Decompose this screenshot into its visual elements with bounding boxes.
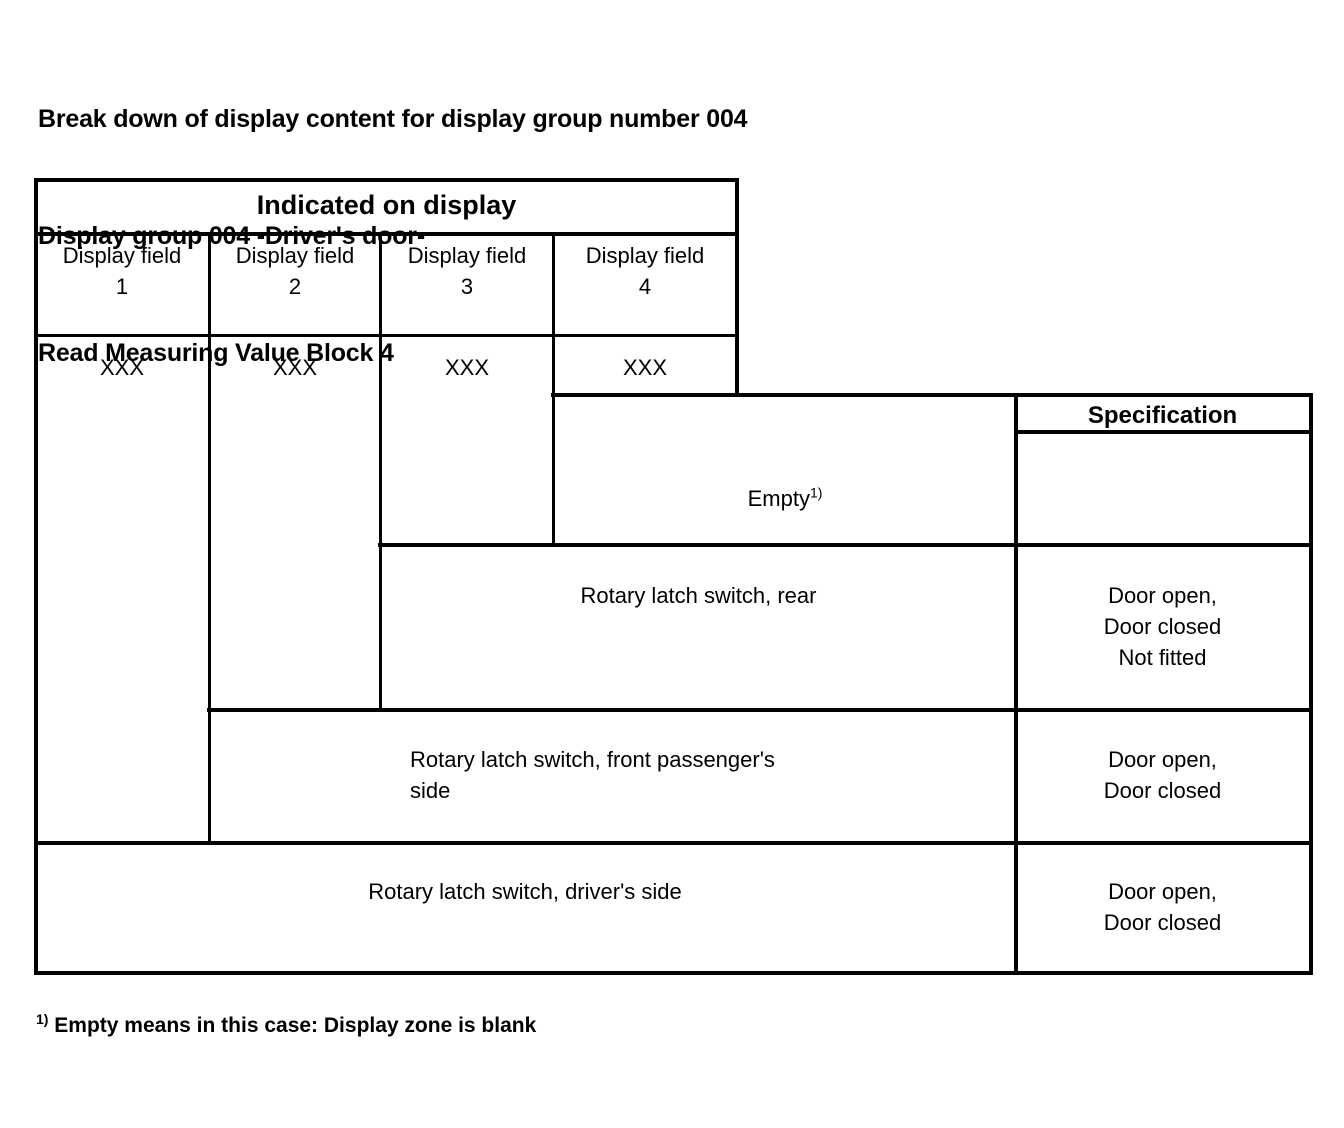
table-rule-rear-bottom xyxy=(207,708,1313,712)
specification-display-field-3: Door open, Door closed Not fitted xyxy=(1103,583,1222,670)
table-border-bottom xyxy=(34,971,1313,975)
footnote: 1) Empty means in this case: Display zon… xyxy=(36,1012,536,1040)
value-display-field-3: XXX xyxy=(444,355,490,380)
table-divider-col2 xyxy=(379,232,382,711)
table-border-left xyxy=(34,178,38,975)
description-display-field-4: Empty1) xyxy=(556,483,1014,514)
table-rule-spec-header-bottom xyxy=(1014,430,1313,434)
column-header-display-field-3: Display field 3 xyxy=(407,243,527,299)
column-header-display-field-1: Display field 1 xyxy=(62,243,182,299)
footnote-marker-inline: 1) xyxy=(809,484,823,501)
page-title-line-1: Break down of display content for displa… xyxy=(38,105,748,133)
page-title-line-3: Read Measuring Value Block 4 xyxy=(38,339,394,367)
table-rule-banner-bottom xyxy=(34,232,739,236)
specification-display-field-1: Door open, Door closed xyxy=(1103,879,1222,935)
display-content-table: Indicated on display Display field 1 Dis… xyxy=(34,178,1313,975)
value-display-field-4: XXX xyxy=(622,355,668,380)
table-rule-values-bottom xyxy=(551,393,1313,397)
table-divider-col1 xyxy=(208,232,211,844)
banner-indicated-on-display: Indicated on display xyxy=(256,190,517,220)
column-header-display-field-2: Display field 2 xyxy=(235,243,355,299)
table-divider-specification xyxy=(1014,393,1018,975)
table-rule-fieldheader-bottom xyxy=(34,334,739,337)
description-display-field-1: Rotary latch switch, driver's side xyxy=(368,879,682,904)
value-display-field-2: XXX xyxy=(272,355,318,380)
table-border-right xyxy=(1309,393,1313,975)
description-field4-text: Empty xyxy=(747,486,810,511)
footnote-marker: 1) xyxy=(36,1011,49,1027)
specification-display-field-2: Door open, Door closed xyxy=(1103,747,1222,803)
table-divider-col3 xyxy=(552,232,555,546)
description-display-field-2: Rotary latch switch, front passenger's s… xyxy=(410,747,775,803)
footnote-text: Empty means in this case: Display zone i… xyxy=(48,1014,537,1037)
page-title-line-2: Display group 004 -Driver's door- xyxy=(38,222,425,250)
page-title: Break down of display content for displa… xyxy=(38,22,1138,412)
column-header-display-field-4: Display field 4 xyxy=(585,243,705,299)
description-display-field-3: Rotary latch switch, rear xyxy=(580,583,817,608)
value-display-field-1: XXX xyxy=(99,355,145,380)
table-rule-empty-bottom xyxy=(378,543,1313,547)
column-header-specification: Specification xyxy=(1087,402,1238,429)
table-border-top xyxy=(34,178,739,182)
table-step-right-edge xyxy=(735,178,739,397)
table-rule-passenger-bottom xyxy=(34,841,1313,845)
